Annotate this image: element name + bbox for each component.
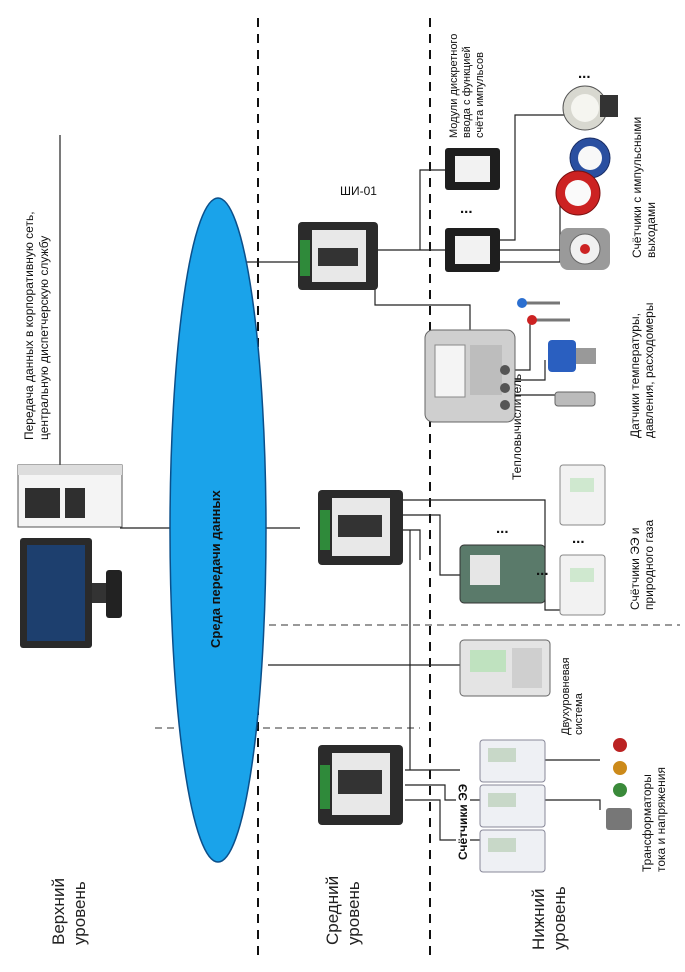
ee-meter-icon-1 — [479, 739, 546, 783]
heat-calculator-icon — [424, 329, 516, 423]
link-shi-modules — [375, 169, 445, 251]
heat-calculator-label: Тепловычислитель — [510, 373, 524, 480]
ellipsis-gas: ... — [496, 520, 509, 537]
link-ee-transformers — [545, 759, 601, 810]
shi-label: ШИ-01 — [340, 184, 377, 198]
discrete-module-2 — [445, 228, 500, 272]
corporate-network-label: Передача данных в корпоративную сеть,цен… — [22, 211, 51, 440]
shi-controller-top — [298, 222, 378, 290]
water-meter-icon-2 — [569, 137, 611, 179]
water-meter-icon-4 — [560, 228, 610, 270]
flowmeter-icon — [554, 391, 596, 407]
electricity-meter-icon-top — [559, 464, 606, 526]
pc-tower-icon — [17, 464, 123, 528]
transformer-icon — [606, 738, 632, 830]
link-shi-mid-gas — [400, 499, 546, 576]
shi-controller-middle — [318, 490, 403, 565]
gas-meter-icon — [459, 544, 546, 604]
water-meter-icon-3 — [555, 170, 601, 216]
ellipsis-meters: ... — [578, 65, 591, 82]
two-level-meter-icon — [459, 639, 551, 697]
discrete-module-1 — [445, 148, 500, 190]
temperature-sensor-icon — [517, 298, 570, 325]
ee-meter-icon-2 — [479, 784, 546, 828]
water-meter-icon-1 — [562, 85, 618, 131]
ellipsis-modules: ... — [460, 200, 473, 217]
shi-controller-bottom — [318, 745, 403, 825]
ellipsis-ee: ... — [572, 530, 585, 547]
data-transfer-cloud — [169, 197, 267, 863]
electricity-meter-icon-bottom — [559, 554, 606, 616]
ee-meter-icon-3 — [479, 829, 546, 873]
sensors-label: Датчики температуры,давления, расходомер… — [628, 302, 656, 438]
pressure-sensor-icon — [548, 340, 596, 372]
monitor-icon — [20, 538, 122, 648]
link-heat-sensors — [515, 320, 555, 396]
ee-meters-label: Счётчики ЭЭ — [456, 781, 470, 862]
cloud-label: Среда передачи данных — [208, 490, 223, 648]
ellipsis-gas-2: ... — [536, 562, 549, 579]
